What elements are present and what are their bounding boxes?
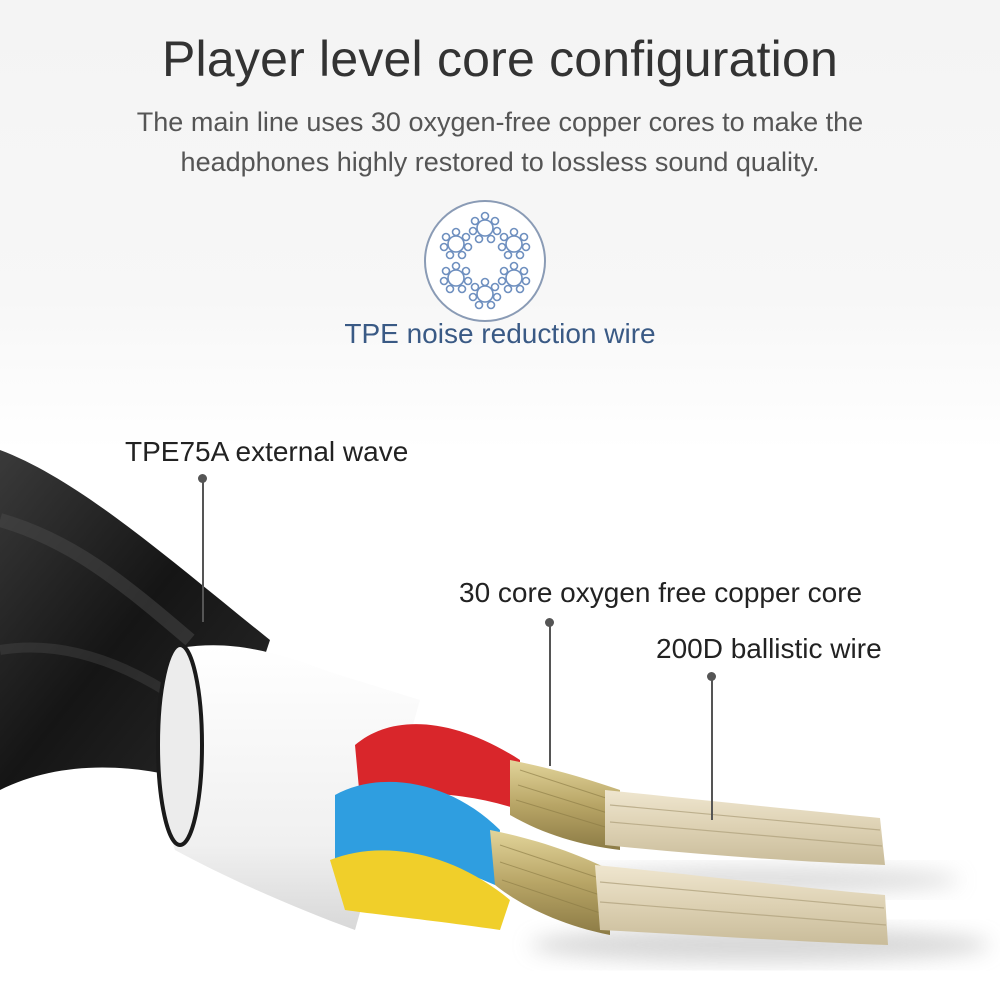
ballistic-fiber-lower	[595, 865, 888, 945]
page-title: Player level core configuration	[162, 31, 838, 87]
callout-dot-copper-core	[545, 618, 554, 627]
callout-label-copper-core: 30 core oxygen free copper core	[459, 577, 863, 608]
wire-yellow	[330, 850, 510, 930]
copper-braid-upper	[510, 760, 620, 850]
subtitle-line-2: headphones highly restored to lossless s…	[180, 147, 820, 177]
subtitle-line-1: The main line uses 30 oxygen-free copper…	[136, 107, 864, 137]
callout-dot-jacket	[198, 474, 207, 483]
callout-label-jacket: TPE75A external wave	[125, 436, 409, 467]
copper-braid-lower	[490, 830, 610, 935]
ballistic-fiber-upper	[605, 790, 885, 865]
callout-line-jacket	[202, 482, 204, 622]
wire-blue	[335, 781, 500, 885]
callout-label-ballistic-wire: 200D ballistic wire	[656, 633, 882, 664]
callout-line-ballistic-wire	[711, 680, 713, 820]
subtitle: The main line uses 30 oxygen-free copper…	[0, 102, 1000, 182]
icon-caption: TPE noise reduction wire	[344, 318, 656, 349]
callout-line-copper-core	[549, 626, 551, 766]
cable-cross-section-icon	[422, 198, 548, 324]
callout-dot-ballistic-wire	[707, 672, 716, 681]
